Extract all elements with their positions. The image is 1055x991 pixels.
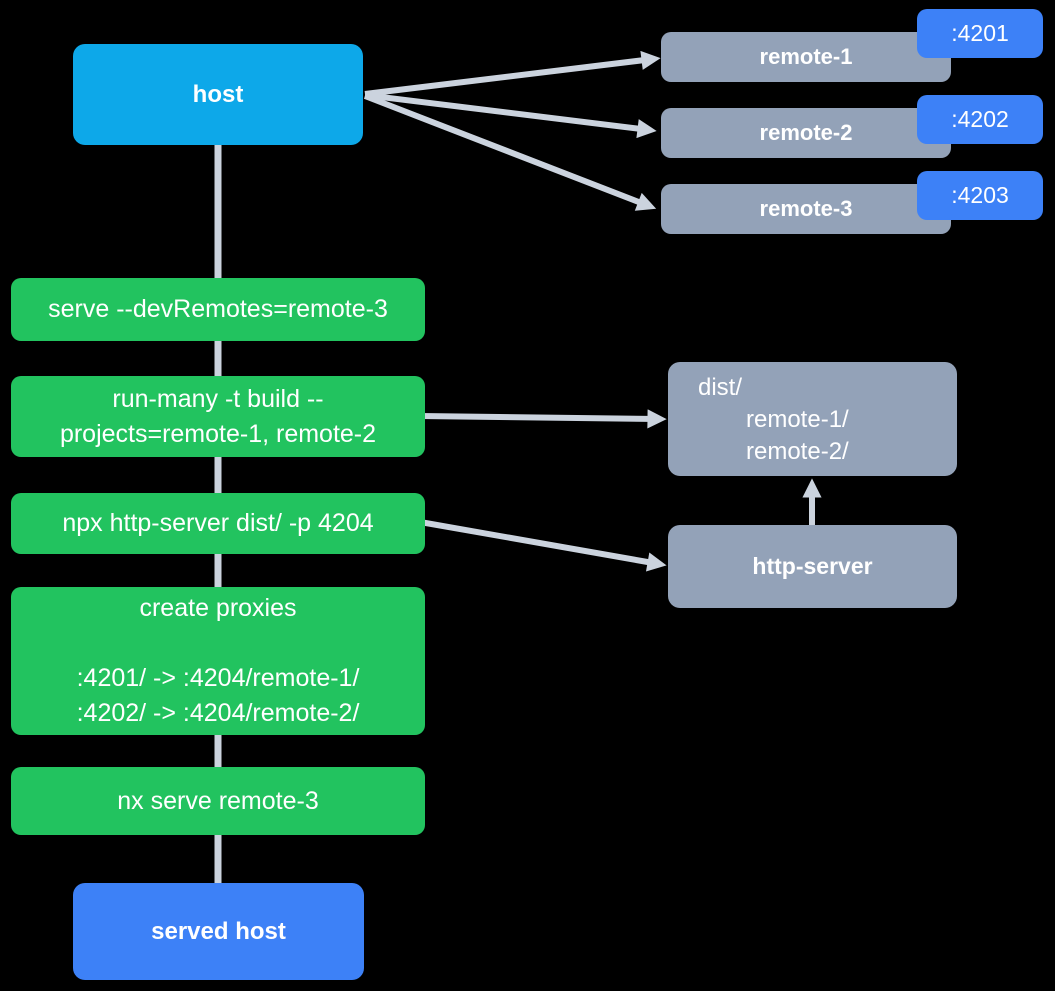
port-4203-label: :4203 <box>951 182 1009 208</box>
port-4201-label: :4201 <box>951 20 1009 46</box>
edge-host-to-remote-3 <box>363 93 657 211</box>
step-serve-devremotes: serve --devRemotes=remote-3 <box>11 278 425 341</box>
step-line: :4202/ -> :4204/remote-2/ <box>76 699 360 727</box>
edge-npx-to-http-server <box>419 519 667 572</box>
port-badge-4203: :4203 <box>917 171 1043 220</box>
node-http-server: http-server <box>668 525 957 608</box>
edge-host-to-remote-1 <box>364 50 661 97</box>
port-4202-label: :4202 <box>951 106 1009 132</box>
step-run-many-build: run-many -t build -- projects=remote-1, … <box>11 376 425 457</box>
served-host-label: served host <box>151 917 286 945</box>
node-remote-1: remote-1 <box>661 32 951 82</box>
step-line: create proxies <box>139 594 297 622</box>
dist-remote-1-label: remote-1/ <box>746 406 849 433</box>
remote-1-label: remote-1 <box>759 44 853 69</box>
remote-3-label: remote-3 <box>759 196 853 221</box>
http-server-label: http-server <box>752 553 873 579</box>
step-npx-http-server: npx http-server dist/ -p 4204 <box>11 493 425 554</box>
step-line: :4201/ -> :4204/remote-1/ <box>76 664 360 692</box>
port-badge-4202: :4202 <box>917 95 1043 144</box>
edge-host-to-remote-2 <box>364 92 657 139</box>
node-dist-folder: dist/ remote-1/ remote-2/ <box>668 362 957 476</box>
port-badge-4201: :4201 <box>917 9 1043 58</box>
node-remote-2: remote-2 <box>661 108 951 158</box>
step-nx-serve-remote-3: nx serve remote-3 <box>11 767 425 835</box>
host-label: host <box>192 80 244 108</box>
step-create-proxies: create proxies :4201/ -> :4204/remote-1/… <box>11 587 425 735</box>
remote-2-label: remote-2 <box>759 120 853 145</box>
step-line: nx serve remote-3 <box>117 786 319 815</box>
node-served-host: served host <box>73 883 364 980</box>
edge-run-many-to-dist <box>419 409 667 429</box>
dist-root-label: dist/ <box>698 374 743 401</box>
step-line: npx http-server dist/ -p 4204 <box>62 509 374 537</box>
step-line: run-many -t build -- <box>112 384 324 413</box>
dist-remote-2-label: remote-2/ <box>746 438 849 465</box>
step-line: projects=remote-1, remote-2 <box>59 419 377 448</box>
step-line: serve --devRemotes=remote-3 <box>48 295 388 323</box>
node-host: host <box>73 44 363 145</box>
node-remote-3: remote-3 <box>661 184 951 234</box>
